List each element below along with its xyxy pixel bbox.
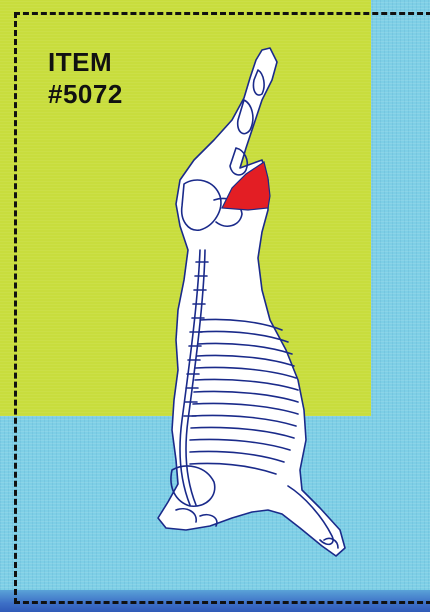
item-number-label: ITEM #5072 bbox=[48, 46, 123, 110]
item-label-line1: ITEM bbox=[48, 46, 123, 78]
item-label-line2: #5072 bbox=[48, 78, 123, 110]
